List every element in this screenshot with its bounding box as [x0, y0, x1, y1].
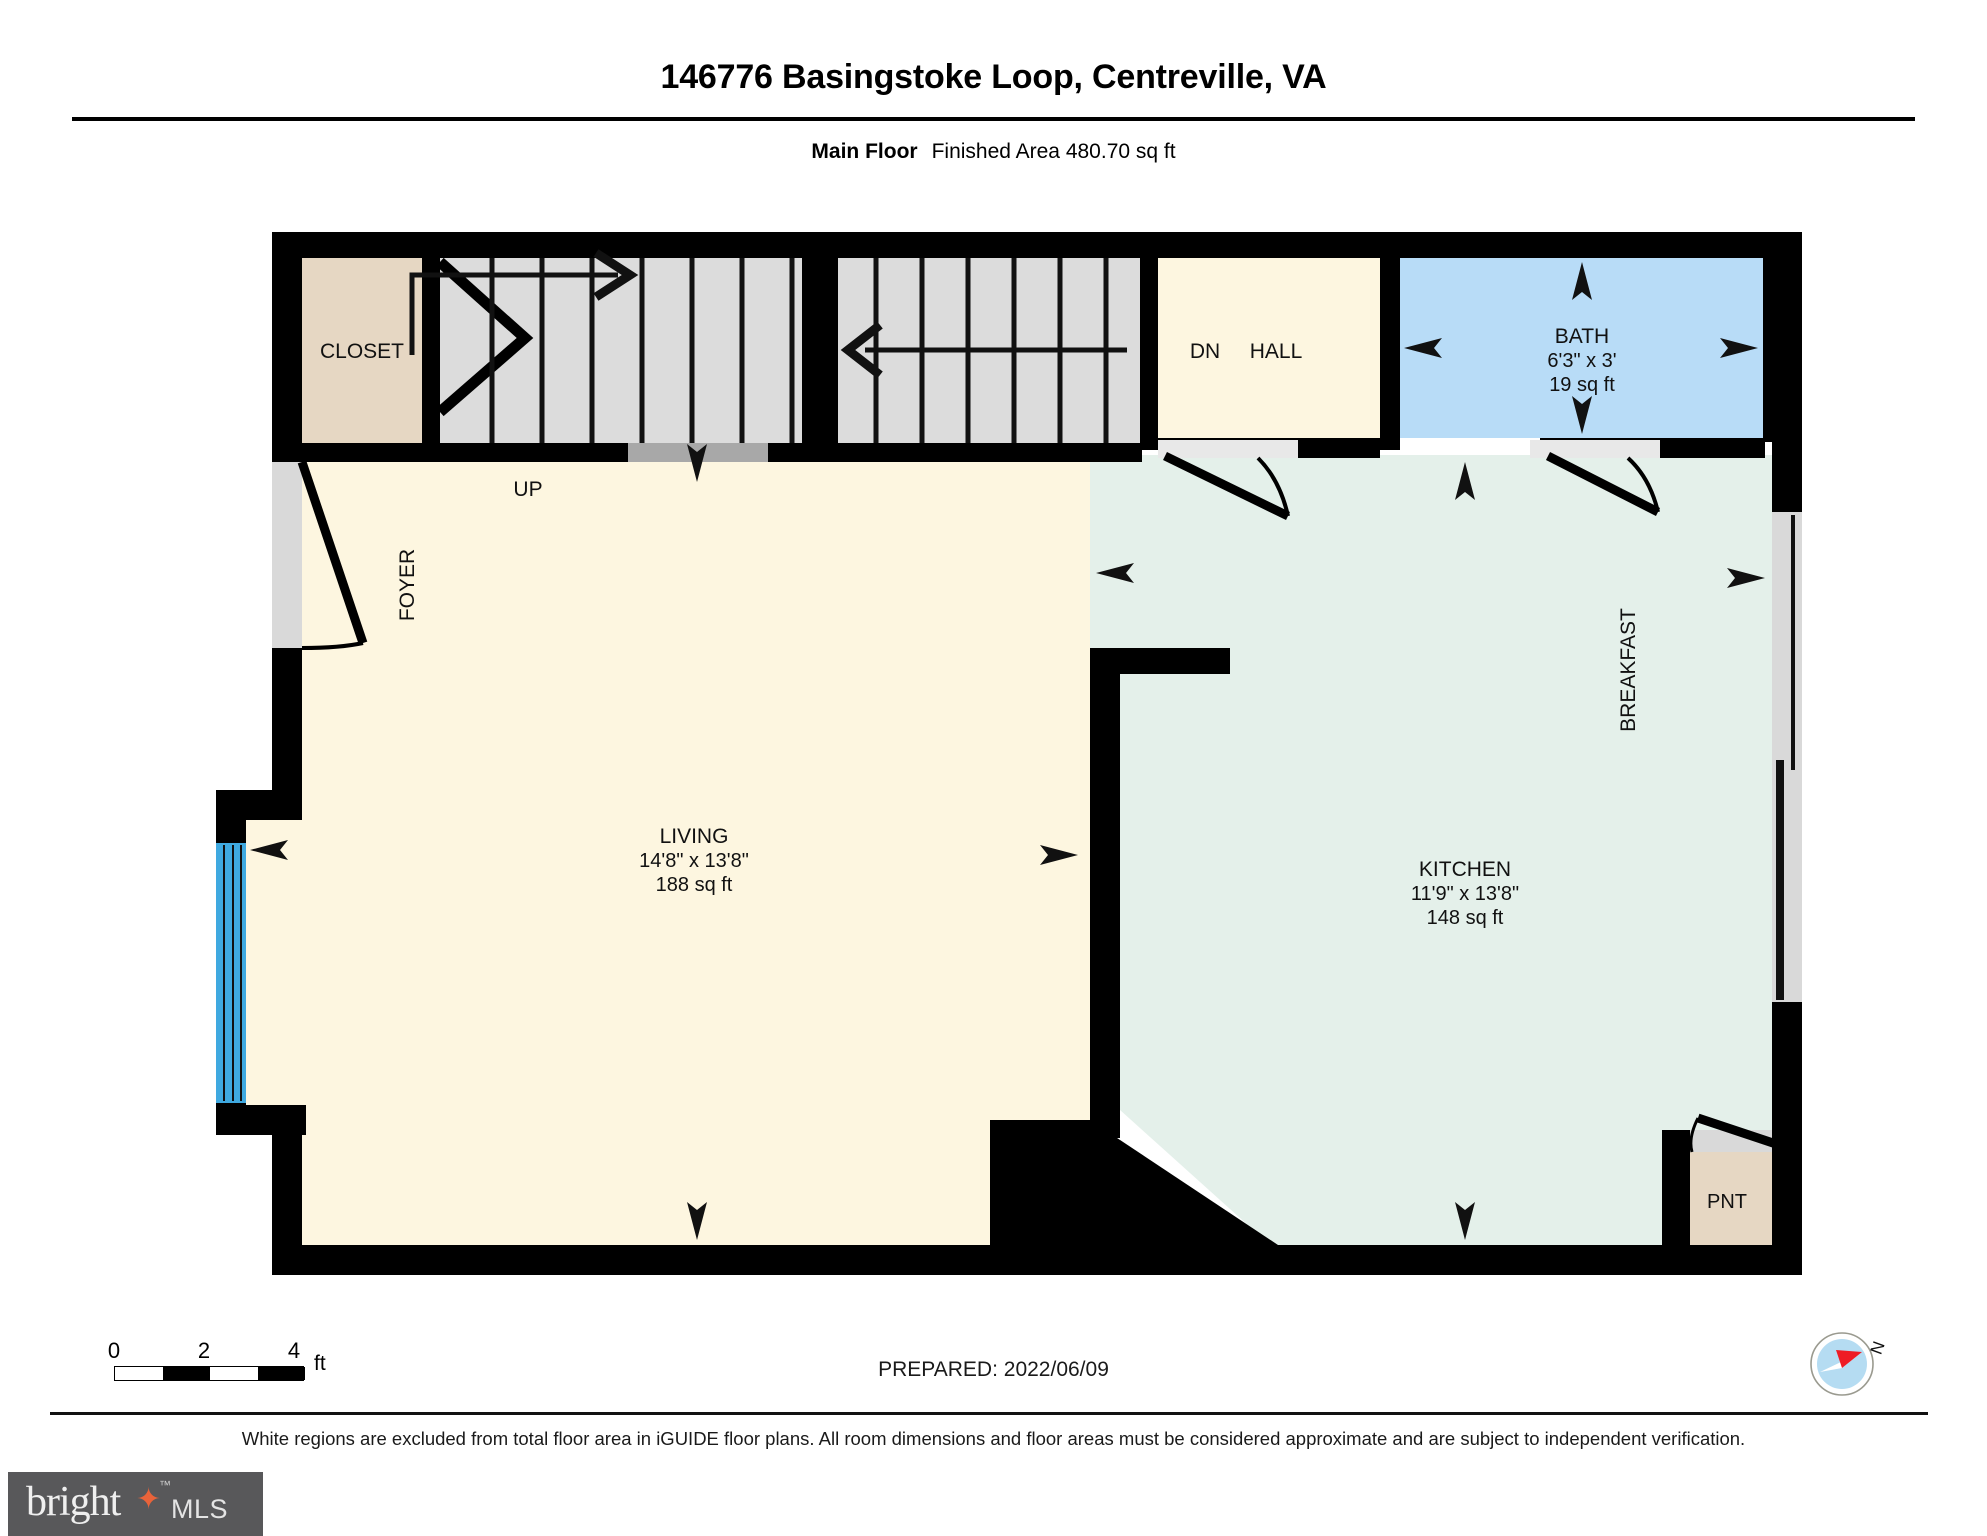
stair-treads-up: [489, 258, 795, 450]
compass-rose: N: [1810, 1332, 1888, 1396]
wall-living-bottom-right: [990, 1120, 1100, 1250]
pantry-door-arc: [1689, 1117, 1700, 1153]
door-opening-hall: [1158, 440, 1298, 458]
compass-north-label: N: [1866, 1339, 1888, 1357]
door-swing-bath: [1545, 451, 1661, 517]
room-fill-hall: [1158, 258, 1380, 438]
door-arc-hall: [1256, 456, 1290, 517]
door-arc-bath: [1626, 456, 1660, 513]
room-area-living: 188 sq ft: [656, 874, 733, 896]
view-marker-kitchen-up: [1455, 462, 1475, 500]
wall-closet-bottom: [300, 443, 440, 462]
room-label-pantry: PNT: [1707, 1191, 1747, 1213]
logo-wordmark: bright: [26, 1479, 121, 1525]
wall-kitchen-left: [1090, 648, 1120, 1138]
view-marker-window-left: [250, 840, 288, 860]
wall-right-upper: [1772, 442, 1802, 512]
door-swing-hall: [1163, 451, 1290, 521]
wall-between-stairs: [802, 258, 838, 450]
scale-bar: 0 2 4 ft: [100, 1338, 360, 1381]
pantry-door-opening: [1690, 1130, 1790, 1152]
footer-divider: [50, 1412, 1928, 1415]
view-markers: [250, 262, 1765, 1240]
wall-left-mid: [272, 648, 302, 790]
room-label-foyer: FOYER: [396, 549, 419, 621]
room-area-kitchen: 148 sq ft: [1427, 907, 1504, 929]
room-fill-kitchen: [1090, 455, 1772, 1245]
room-label-bath: BATH: [1555, 325, 1609, 348]
page-title: 146776 Basingstoke Loop, Centreville, VA: [660, 58, 1327, 96]
compass-needle-red: [1836, 1350, 1862, 1368]
view-marker-bath-up: [1572, 262, 1592, 300]
wall-closet-right: [422, 258, 440, 443]
room-label-living: LIVING: [660, 825, 729, 848]
view-marker-bath-right: [1720, 338, 1758, 358]
wall-top-outer: [272, 232, 1802, 258]
floor-area: Finished Area 480.70 sq ft: [931, 140, 1176, 163]
wall-right-bath: [1763, 232, 1802, 442]
door-arc-foyer: [301, 641, 364, 650]
wall-left-lower: [216, 790, 246, 845]
closet-bifold-door: [436, 257, 534, 417]
view-marker-living-bottom: [687, 1202, 707, 1240]
wall-pantry-left: [1662, 1130, 1690, 1248]
room-dims-bath: 6'3" x 3': [1547, 350, 1616, 372]
scale-tick-2: 2: [197, 1338, 211, 1363]
scale-tick-0: 0: [107, 1338, 121, 1363]
scale-bar-graphic: [114, 1366, 305, 1381]
door-opening-bath: [1530, 440, 1660, 458]
scale-tick-labels: 0 2 4: [100, 1338, 360, 1366]
view-marker-landing-down: [687, 444, 707, 482]
room-fill-closet: [300, 258, 422, 443]
room-label-dn: DN: [1190, 340, 1220, 363]
scale-tick-4: 4: [287, 1338, 301, 1363]
stairs-fill-dn: [838, 258, 1158, 450]
title-divider: [72, 117, 1915, 121]
logo-mls-text: MLS: [171, 1494, 229, 1524]
room-dims-living: 14'8" x 13'8": [639, 850, 749, 872]
pantry-door-swing: [1696, 1113, 1790, 1153]
scale-unit-label: ft: [314, 1352, 326, 1375]
wall-left-bottom2: [272, 1105, 302, 1275]
wall-hall-bath: [1380, 258, 1400, 450]
door-swing-foyer: [297, 460, 368, 645]
floor-summary: Main Floor Finished Area 480.70 sq ft: [0, 140, 1987, 164]
wall-left-top: [272, 232, 302, 462]
scale-segment-dark-1: [162, 1367, 210, 1380]
view-marker-bath-left: [1404, 338, 1442, 358]
prepared-date: PREPARED: 2022/06/09: [878, 1358, 1109, 1381]
view-marker-living-left: [1096, 563, 1134, 583]
logo-star-icon: ✦: [136, 1483, 162, 1516]
logo-trademark: ™: [159, 1478, 171, 1492]
view-marker-bath-down: [1572, 396, 1592, 434]
room-area-bath: 19 sq ft: [1549, 374, 1615, 396]
room-label-hall: HALL: [1250, 340, 1303, 363]
room-fill-living: [240, 445, 1090, 1245]
bright-mls-logo: bright ✦ ™ MLS: [8, 1472, 263, 1536]
stair-up-arrowhead: [593, 249, 639, 301]
view-marker-breakfast-right: [1727, 568, 1765, 588]
stair-dn-arrowhead: [840, 321, 883, 379]
floor-name: Main Floor: [811, 140, 918, 163]
disclaimer-text: White regions are excluded from total fl…: [241, 1428, 1746, 1449]
room-dims-kitchen: 11'9" x 13'8": [1411, 883, 1519, 905]
stair-treads-dn: [873, 258, 1109, 450]
room-label-closet: CLOSET: [320, 340, 404, 363]
scale-segment-dark-2: [257, 1367, 305, 1380]
wall-hall-left: [1140, 258, 1158, 450]
view-marker-kitchen-bottom: [1455, 1202, 1475, 1240]
room-label-kitchen: KITCHEN: [1419, 858, 1511, 881]
room-label-up: UP: [513, 478, 542, 501]
stair-up-direction-arrow: [409, 272, 618, 355]
room-label-breakfast: BREAKFAST: [1617, 608, 1640, 732]
view-marker-living-right: [1040, 845, 1078, 865]
wall-stairs-bottom-right: [802, 443, 1142, 462]
door-opening-foyer: [272, 462, 302, 648]
